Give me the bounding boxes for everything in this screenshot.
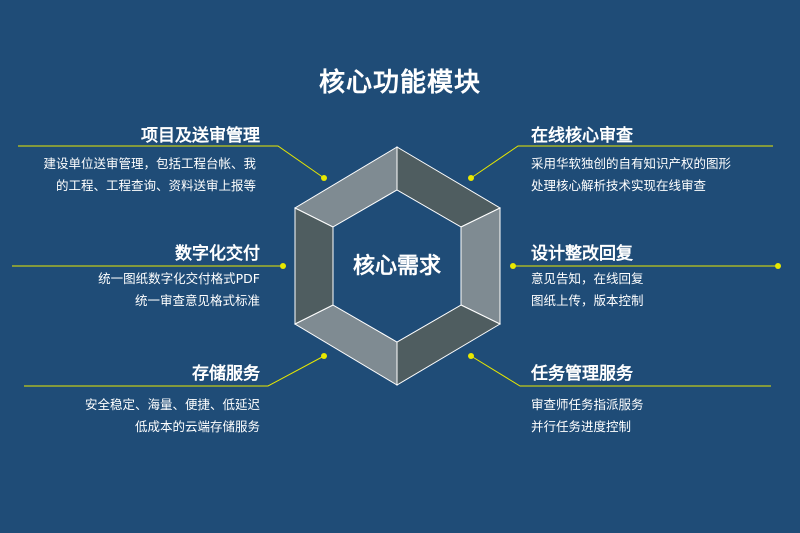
module-desc-line: 采用华软独创的自有知识产权的图形 <box>531 156 732 171</box>
module-desc-project-review: 建设单位送审管理，包括工程台帐、我 的工程、工程查询、资料送审上报等 <box>43 153 256 197</box>
connector-top-left <box>18 145 327 181</box>
module-desc-line: 的工程、工程查询、资料送审上报等 <box>55 178 256 193</box>
connector-bottom-right <box>468 353 771 387</box>
module-title-storage: 存储服务 <box>192 364 260 384</box>
connector-bottom-left <box>24 353 327 387</box>
module-title-project-review: 项目及送审管理 <box>141 126 260 146</box>
module-desc-task-management: 审查师任务指派服务 并行任务进度控制 <box>531 394 644 438</box>
connector-mid-left <box>12 263 286 269</box>
module-desc-line: 安全稳定、海量、便捷、低延迟 <box>84 397 260 412</box>
hex-inner-outline <box>332 189 462 343</box>
module-title-design-rectification: 设计整改回复 <box>531 244 633 264</box>
module-title-online-review: 在线核心审查 <box>531 126 633 146</box>
module-desc-line: 建设单位送审管理，包括工程台帐、我 <box>43 156 256 171</box>
module-title-task-management: 任务管理服务 <box>531 364 633 384</box>
module-desc-line: 统一图纸数字化交付格式PDF <box>98 271 260 286</box>
module-desc-line: 意见告知，在线回复 <box>531 271 644 286</box>
connector-mid-right <box>510 263 781 269</box>
module-desc-line: 图纸上传，版本控制 <box>531 293 644 308</box>
connector-top-right <box>468 145 773 181</box>
page-title: 核心功能模块 <box>318 68 481 98</box>
module-desc-storage: 安全稳定、海量、便捷、低延迟 低成本的云端存储服务 <box>85 394 260 438</box>
module-desc-online-review: 采用华软独创的自有知识产权的图形 处理核心解析技术实现在线审查 <box>531 153 731 197</box>
module-desc-line: 处理核心解析技术实现在线审查 <box>531 178 707 193</box>
module-desc-line: 并行任务进度控制 <box>531 419 632 434</box>
module-desc-digital-delivery: 统一图纸数字化交付格式PDF 统一审查意见格式标准 <box>98 268 260 312</box>
module-desc-line: 统一审查意见格式标准 <box>134 293 260 308</box>
module-desc-line: 低成本的云端存储服务 <box>134 419 260 434</box>
hex-facet-left <box>294 207 334 325</box>
module-desc-line: 审查师任务指派服务 <box>531 397 644 412</box>
module-desc-design-rectification: 意见告知，在线回复 图纸上传，版本控制 <box>531 268 644 312</box>
module-title-digital-delivery: 数字化交付 <box>175 244 260 264</box>
center-label: 核心需求 <box>352 254 441 279</box>
hex-facet-right <box>460 207 501 325</box>
